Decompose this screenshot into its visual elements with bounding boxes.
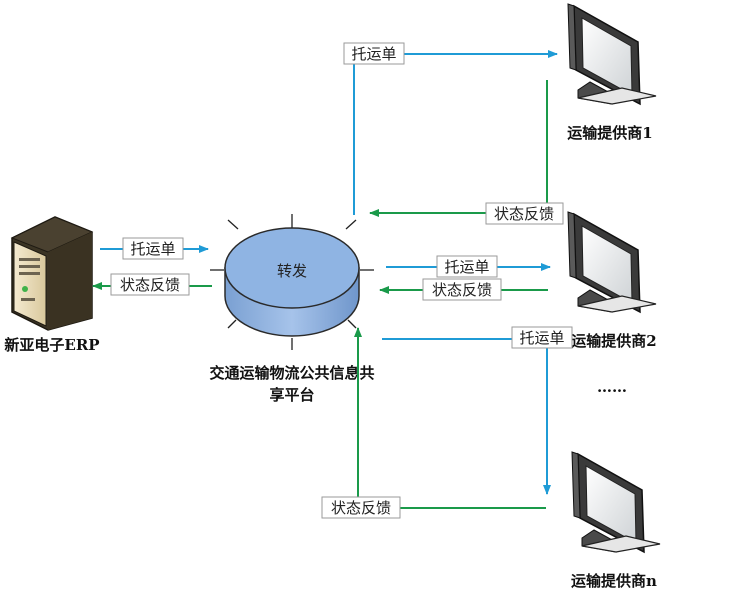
label-consignment-erp: 托运单 (122, 237, 184, 260)
svg-text:托运单: 托运单 (519, 329, 564, 347)
hub-title-line2: 享平台 (269, 386, 314, 404)
svg-text:状态反馈: 状态反馈 (331, 499, 391, 517)
monitor-icon-provider-1 (567, 3, 657, 106)
provider-2-name: 运输提供商2 (571, 332, 656, 350)
svg-text:托运单: 托运单 (130, 240, 175, 258)
hub-title-line1: 交通运输物流公共信息共 (209, 364, 374, 382)
label-consignment-provider-2: 托运单 (436, 255, 498, 278)
arrow-hub-to-provider-n (382, 338, 551, 495)
provider-1-name: 运输提供商1 (567, 124, 652, 142)
arrow-hub-to-provider-1 (353, 50, 558, 215)
provider-n-name: 运输提供商n (571, 572, 657, 590)
hub-cylinder (210, 214, 374, 350)
svg-text:状态反馈: 状态反馈 (494, 205, 554, 223)
monitor-icon-provider-2 (567, 211, 657, 314)
svg-text:托运单: 托运单 (444, 258, 489, 276)
label-status-provider-2: 状态反馈 (422, 278, 502, 301)
svg-text:状态反馈: 状态反馈 (432, 281, 492, 299)
svg-text:托运单: 托运单 (351, 45, 396, 63)
arrow-provider-1-to-hub (369, 80, 548, 217)
label-status-erp: 状态反馈 (110, 273, 190, 296)
svg-text:状态反馈: 状态反馈 (120, 276, 180, 294)
label-status-provider-1: 状态反馈 (485, 202, 564, 225)
erp-name: 新亚电子ERP (4, 336, 99, 354)
arrow-provider-n-to-hub (354, 327, 546, 509)
monitor-icon-provider-n (571, 451, 661, 554)
label-consignment-provider-1: 托运单 (343, 42, 405, 65)
label-status-provider-n: 状态反馈 (321, 496, 401, 519)
erp-server-icon (10, 216, 94, 331)
providers-ellipsis: …… (597, 378, 627, 396)
hub-label: 转发 (277, 262, 307, 280)
label-consignment-provider-n: 托运单 (511, 326, 573, 349)
